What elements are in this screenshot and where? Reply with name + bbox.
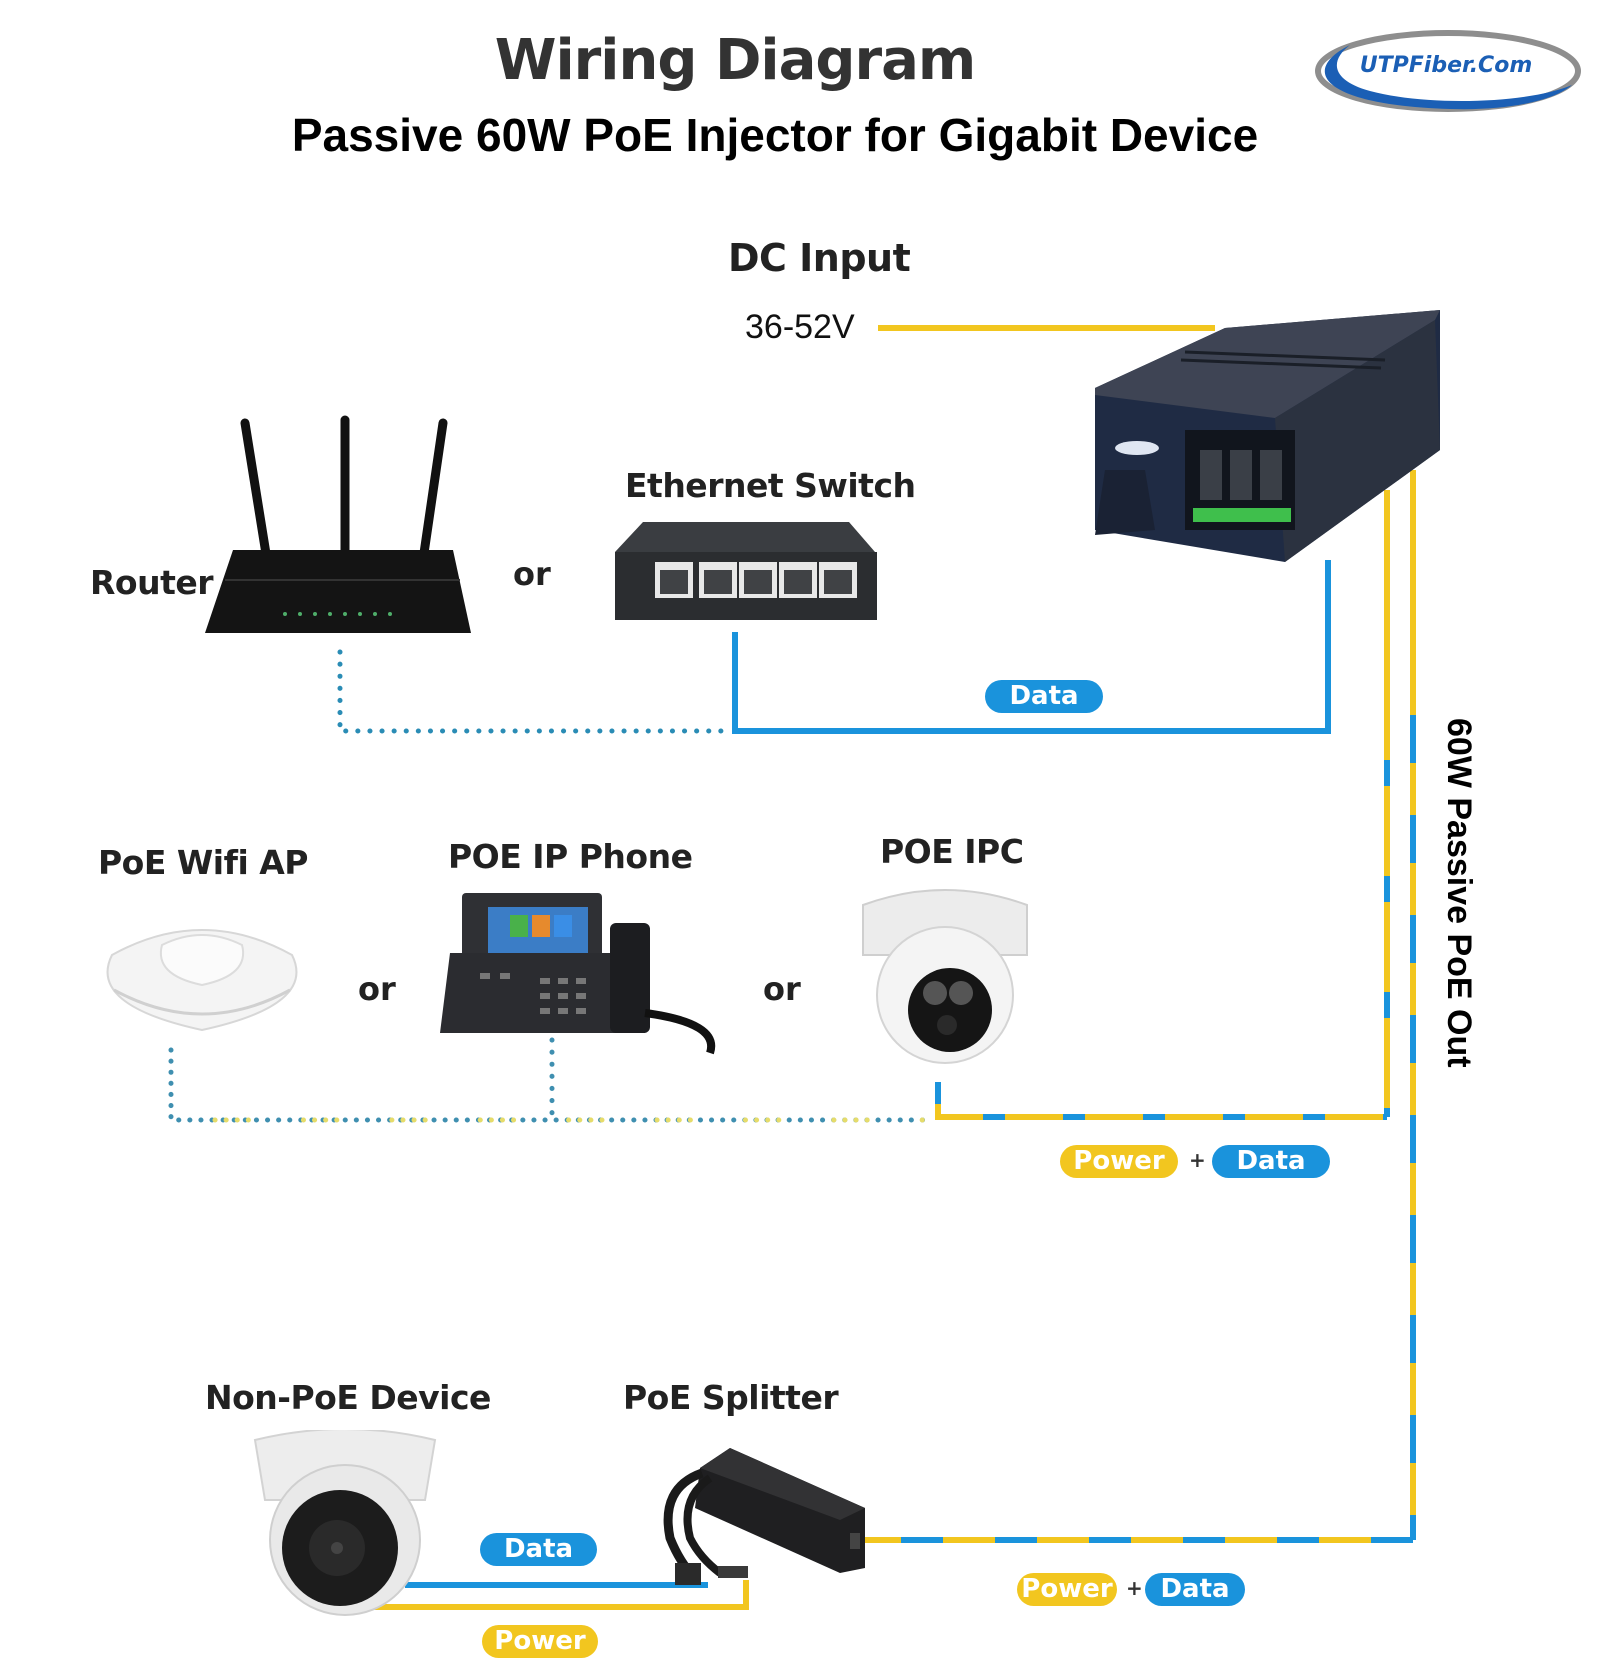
switch-data-cable xyxy=(732,560,1331,734)
router-data-cable-dotted xyxy=(337,649,728,734)
dome-camera-icon xyxy=(862,889,1028,1064)
logo-text: UTPFiber.Com xyxy=(1359,53,1533,78)
data-badge: Data xyxy=(480,1533,597,1566)
or-separator: or xyxy=(358,970,396,1008)
data-badge: Data xyxy=(1212,1145,1330,1178)
switch-icon xyxy=(615,522,877,620)
ip-phone-device xyxy=(440,893,740,1058)
or-separator: or xyxy=(513,555,551,593)
poe-injector xyxy=(1085,300,1445,570)
router-label: Router xyxy=(90,563,214,602)
ip-phone-label: POE IP Phone xyxy=(448,837,693,876)
page-subtitle: Passive 60W PoE Injector for Gigabit Dev… xyxy=(291,109,1259,161)
switch-device xyxy=(615,522,877,622)
access-point-icon xyxy=(106,929,298,1032)
ipc-device xyxy=(855,885,1035,1070)
wifi-ap-label: PoE Wifi AP xyxy=(98,843,308,882)
switch-label: Ethernet Switch xyxy=(625,466,916,505)
middle-dotted-cable xyxy=(168,1047,931,1123)
or-separator: or xyxy=(763,970,801,1008)
non-poe-device-label: Non-PoE Device xyxy=(205,1378,491,1417)
splitter-device xyxy=(640,1448,870,1588)
ipc-poe-cable-blue xyxy=(935,1082,1387,1120)
dc-voltage-label: 36-52V xyxy=(745,308,855,346)
poe-out-label: 60W Passive PoE Out xyxy=(1440,718,1478,1068)
power-badge: Power xyxy=(482,1625,598,1658)
data-badge: Data xyxy=(1145,1573,1245,1606)
splitter-label: PoE Splitter xyxy=(623,1378,839,1417)
splitter-icon xyxy=(663,1448,865,1585)
split-power-cable xyxy=(370,1580,749,1610)
data-badge: Data xyxy=(985,680,1103,713)
brand-logo: UTPFiber.Com xyxy=(1310,25,1582,113)
logo-swoosh-icon xyxy=(1315,30,1581,112)
wifi-ap-device xyxy=(92,910,312,1035)
plus-sign: + xyxy=(1189,1148,1206,1172)
poe-injector-icon xyxy=(1095,310,1440,562)
turret-camera-icon xyxy=(253,1428,437,1616)
ipc-poe-cable-yellow xyxy=(935,1082,1387,1120)
non-poe-device xyxy=(245,1428,445,1620)
ip-phone-icon xyxy=(440,893,716,1055)
dc-input-label: DC Input xyxy=(728,236,911,280)
ipc-label: POE IPC xyxy=(880,832,1024,871)
router-device xyxy=(205,415,475,645)
router-icon xyxy=(205,415,471,633)
plus-sign: + xyxy=(1126,1576,1143,1600)
power-badge: Power xyxy=(1060,1145,1178,1178)
page-title: Wiring Diagram xyxy=(494,28,977,93)
power-badge: Power xyxy=(1017,1573,1117,1606)
